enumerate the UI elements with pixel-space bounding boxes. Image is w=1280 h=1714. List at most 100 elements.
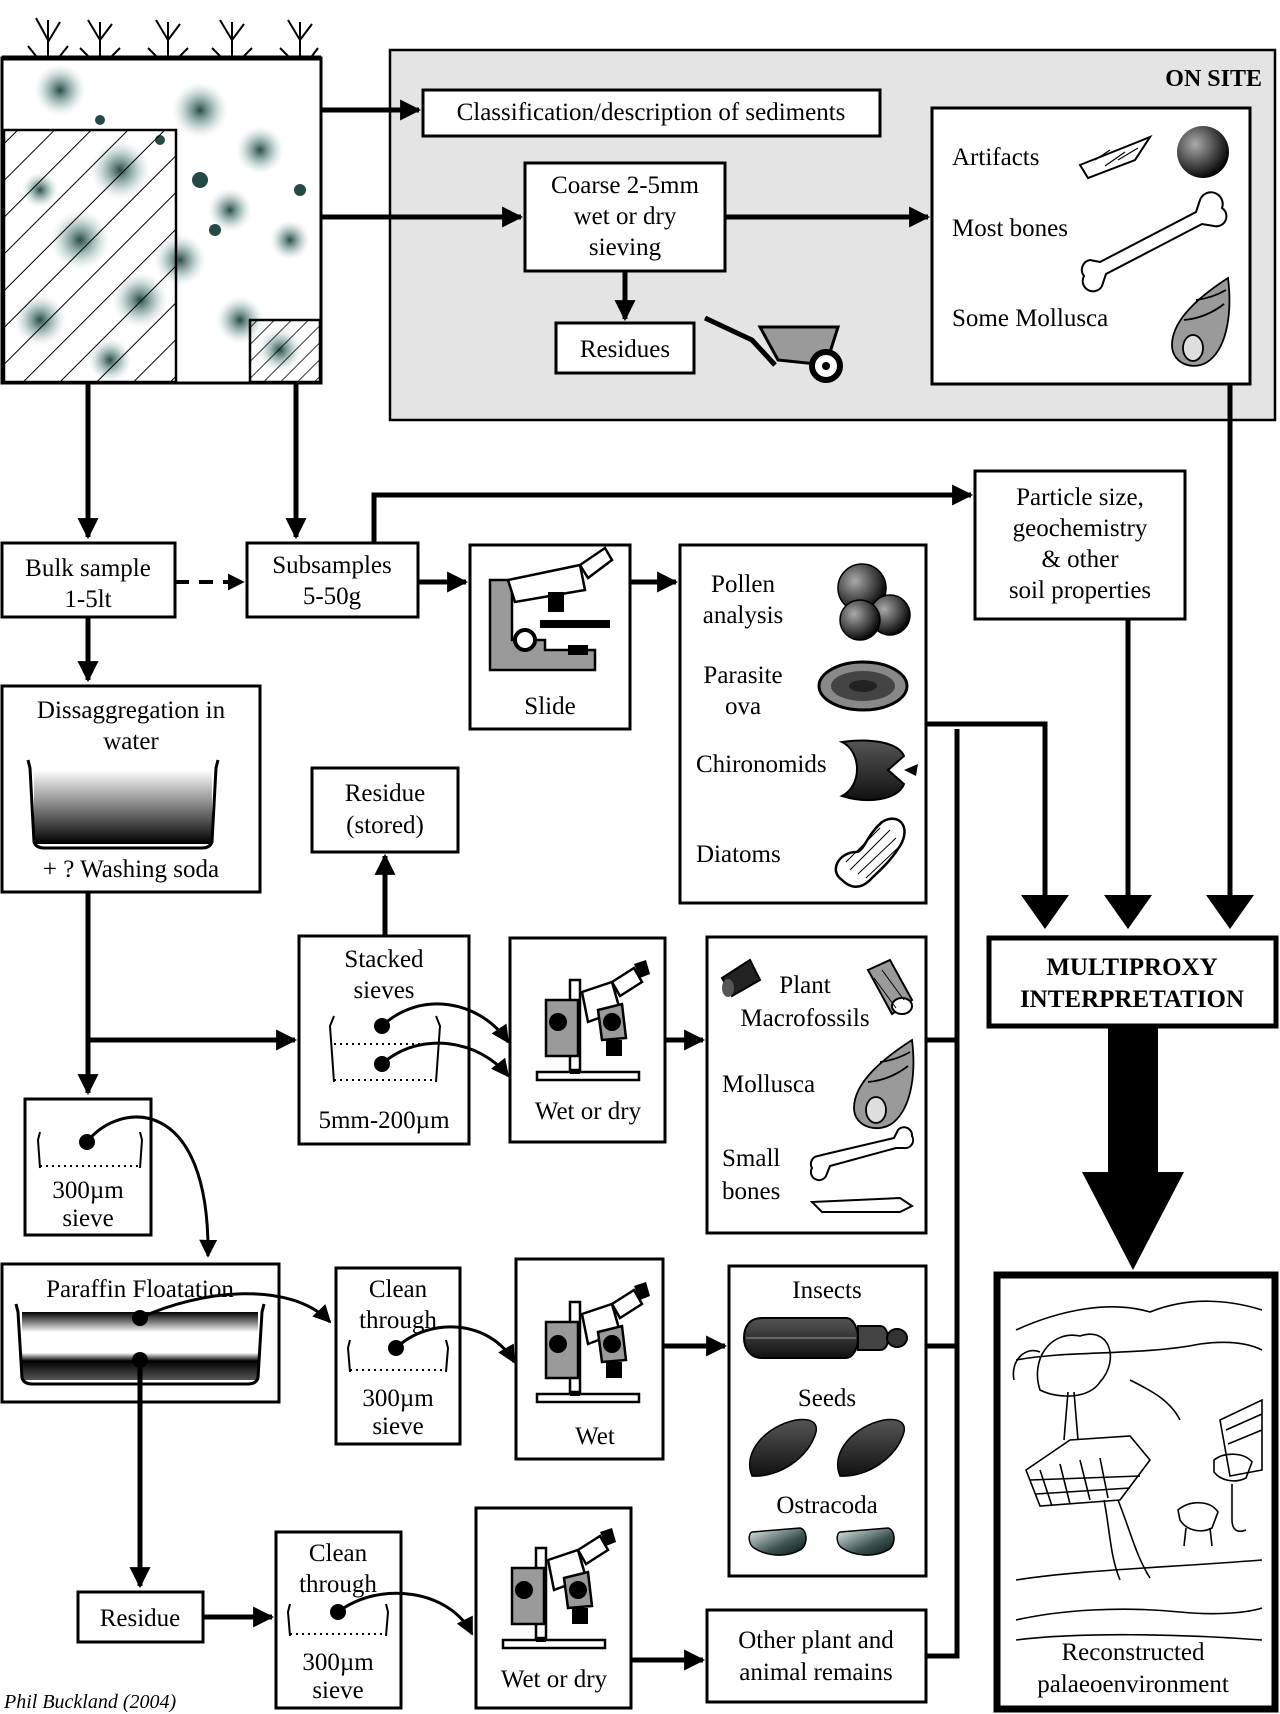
macrofossils-label: Macrofossils [740, 1005, 869, 1032]
bulk-line1: Bulk sample [25, 555, 151, 582]
clean-sieve-line2-b: sieve [312, 1677, 363, 1704]
plant-label: Plant [779, 972, 830, 999]
classification-box [421, 88, 882, 138]
multiproxy-line1: MULTIPROXY [1046, 954, 1217, 981]
clean-line1-a: Clean [369, 1276, 428, 1303]
arrow-subsamples-to-particle [371, 484, 974, 543]
bulk-line2: 1-5lt [64, 586, 111, 613]
reconstructed-line1: Reconstructed [1061, 1639, 1205, 1666]
300um-sieve-line2: sieve [62, 1205, 113, 1232]
residues-box [554, 321, 696, 375]
particle-line2: geochemistry [1013, 515, 1148, 542]
residue-box [76, 1590, 205, 1644]
snail-shell-icon-2 [853, 1038, 915, 1130]
paraffin-label: Paraffin Floatation [46, 1276, 234, 1303]
charcoal-twig-icon [720, 958, 762, 998]
stacked-size-label: 5mm-200µm [318, 1107, 450, 1134]
credit-label: Phil Buckland (2004) [3, 1691, 177, 1713]
diatom-icon [834, 817, 906, 888]
parasite-line2: ova [725, 693, 761, 720]
subsamples-line1: Subsamples [272, 552, 391, 579]
clean-sieve-line1-a: 300µm [362, 1385, 434, 1412]
small-bones-line2: bones [722, 1178, 780, 1205]
disagg-line1: Dissaggregation in [37, 697, 226, 724]
clean-line2-b: through [299, 1571, 377, 1598]
collector-lines [926, 384, 1254, 1659]
slide-label: Slide [524, 693, 575, 720]
residue-stored-line2: (stored) [346, 812, 424, 839]
pollen-grain-icon [837, 563, 911, 641]
pollen-line1: Pollen [711, 571, 775, 598]
chironomid-head-icon [838, 739, 918, 801]
landscape-sketch [1012, 1300, 1263, 1641]
particle-line1: Particle size, [1016, 484, 1144, 511]
coarse-line2: wet or dry [574, 203, 677, 230]
water-tray-icon [26, 759, 220, 850]
clean-sieve-line2-a: sieve [372, 1413, 423, 1440]
particle-size-box [973, 469, 1187, 621]
washing-soda-label: + ? Washing soda [43, 856, 219, 883]
other-line2: animal remains [739, 1659, 892, 1686]
particle-line3: & other [1041, 546, 1119, 573]
grass-plants [27, 17, 319, 58]
snail-shell-icon [1171, 276, 1231, 367]
curve-arrow-paraffin-to-clean [139, 1292, 332, 1324]
seed-icon [749, 1418, 906, 1477]
residues-label: Residues [580, 336, 670, 363]
soil-profile [0, 17, 323, 385]
residue-stored-box [310, 766, 460, 854]
shot-ball-icon [1177, 126, 1229, 178]
artifacts-label: Artifacts [952, 144, 1039, 171]
stacked-line2: sieves [353, 977, 414, 1004]
multiproxy-box [986, 935, 1279, 1029]
beetle-icon [742, 1317, 908, 1359]
small-bone-icon [809, 1126, 915, 1213]
some-mollusca-label: Some Mollusca [952, 305, 1108, 332]
bone-icon [1080, 191, 1228, 293]
pollen-line2: analysis [703, 602, 784, 629]
wet-or-dry-label-1: Wet or dry [535, 1098, 642, 1125]
clean-through-box-1 [334, 1266, 462, 1446]
particle-line4: soil properties [1009, 577, 1151, 604]
ostracod-icon [748, 1527, 895, 1556]
clean-through-box-2 [274, 1530, 403, 1710]
parasite-ova-icon [817, 660, 909, 712]
reconstructed-line2: palaeoenvironment [1037, 1671, 1229, 1698]
wet-label: Wet [575, 1423, 615, 1450]
classification-label: Classification/description of sediments [457, 99, 846, 126]
flint-artifact-icon [1078, 134, 1153, 180]
residue-label: Residue [100, 1605, 181, 1632]
residue-stored-line1: Residue [345, 780, 426, 807]
300um-sieve-line1: 300µm [52, 1177, 124, 1204]
subsamples-line2: 5-50g [303, 583, 362, 610]
multiproxy-line2: INTERPRETATION [1020, 986, 1244, 1013]
wheelbarrow-icon [703, 315, 843, 383]
disagg-line2: water [103, 728, 159, 755]
coarse-sieving-box [523, 161, 727, 273]
stacked-line1: Stacked [344, 946, 424, 973]
curve-arrow-stacked-upper [380, 1002, 510, 1044]
ostracoda-label: Ostracoda [776, 1492, 877, 1519]
clean-line1-b: Clean [309, 1540, 368, 1567]
wet-or-dry-label-2: Wet or dry [501, 1666, 608, 1693]
clean-sieve-line1-b: 300µm [302, 1649, 374, 1676]
curve-arrow-clean2-to-wetdry [337, 1591, 474, 1636]
diatoms-label: Diatoms [696, 841, 781, 868]
bulk-sample-box [0, 541, 177, 619]
curve-arrow-clean-to-wet [394, 1325, 516, 1364]
seeds-label: Seeds [798, 1385, 856, 1412]
big-arrow-down [1082, 1026, 1184, 1270]
wood-fragment-icon [866, 958, 914, 1016]
insects-label: Insects [792, 1277, 861, 1304]
curve-arrow-stacked-lower [381, 1041, 510, 1078]
other-remains-box [705, 1608, 928, 1704]
small-bones-line1: Small [722, 1145, 780, 1172]
parasite-line1: Parasite [703, 662, 782, 689]
compound-microscope-icon [488, 546, 614, 672]
clean-line2-a: through [359, 1307, 437, 1334]
most-bones-label: Most bones [952, 215, 1068, 242]
stacked-sieves-box [297, 934, 471, 1146]
coarse-line3: sieving [589, 234, 662, 261]
chironomids-label: Chironomids [696, 751, 827, 778]
